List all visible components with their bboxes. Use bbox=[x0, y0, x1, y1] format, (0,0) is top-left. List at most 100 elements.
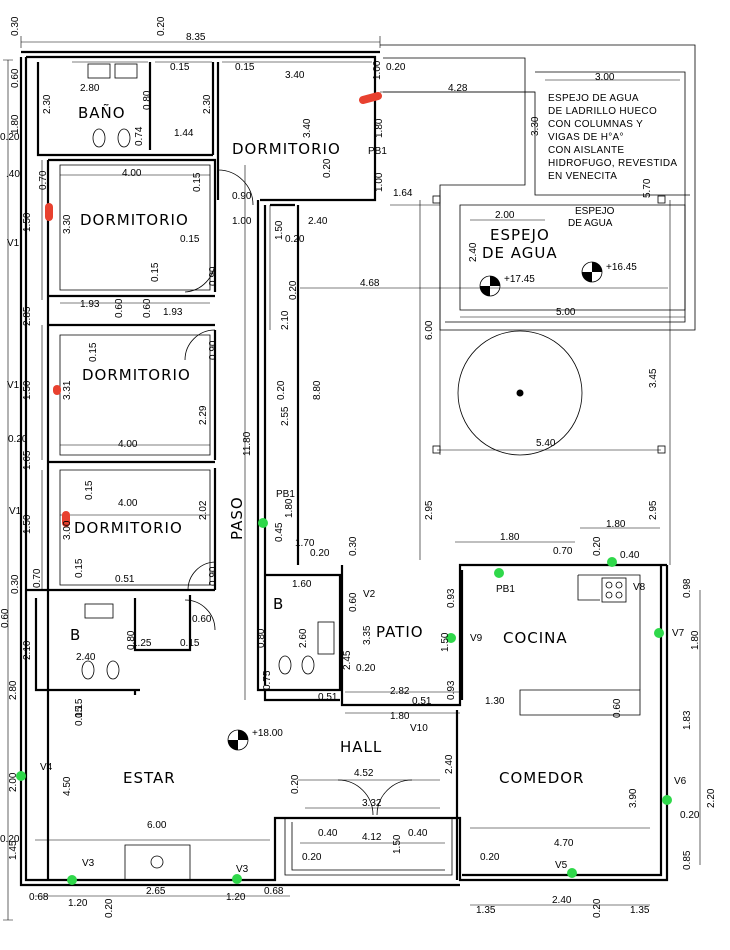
dim-label: 1.80 bbox=[606, 519, 626, 530]
dim-label: 4.00 bbox=[118, 498, 138, 509]
dim-label: 8.35 bbox=[186, 32, 206, 43]
dimension-labels: 8.35 2.80 0.15 0.15 3.40 0.20 1.44 4.28 … bbox=[0, 32, 700, 916]
dim-label: 0.15 bbox=[88, 342, 99, 362]
opening-v5: V5 bbox=[555, 860, 568, 871]
dim-label: 1.00 bbox=[374, 172, 385, 192]
note-line: DE LADRILLO HUECO bbox=[548, 106, 657, 117]
note-line: HIDROFUGO, REVESTIDA bbox=[548, 158, 677, 169]
dim-label: 0.90 bbox=[232, 191, 252, 202]
dim-label: 0.75 bbox=[262, 670, 273, 690]
note-line: ESPEJO DE AGUA bbox=[548, 93, 639, 104]
dim-label: 1.00 bbox=[232, 216, 252, 227]
dim-label: 1.80 bbox=[690, 630, 701, 650]
green-marker bbox=[446, 633, 456, 643]
dim-label: 0.30 bbox=[10, 574, 21, 594]
dim-label: 1.20 bbox=[226, 892, 246, 903]
red-marker bbox=[359, 92, 382, 104]
dim-label: 2.10 bbox=[22, 640, 33, 660]
opening-pb1-cocina: PB1 bbox=[496, 584, 515, 595]
dim-label: 0.15 bbox=[74, 706, 85, 726]
dim-label: 0.30 bbox=[10, 16, 21, 36]
level-estar: +18.00 bbox=[252, 728, 283, 739]
dim-label: 1.64 bbox=[393, 188, 413, 199]
dim-label: 1.25 bbox=[132, 638, 152, 649]
dim-label: 0.45 bbox=[274, 522, 285, 542]
opening-v8: V8 bbox=[633, 582, 646, 593]
dim-label: .40 bbox=[6, 169, 20, 180]
dim-label: 0.60 bbox=[114, 298, 125, 318]
room-label-comedor: COMEDOR bbox=[499, 769, 584, 787]
dim-label: 2.30 bbox=[42, 94, 53, 114]
dim-label: 4.70 bbox=[554, 838, 574, 849]
dim-label: 1.83 bbox=[682, 710, 693, 730]
dim-label: 2.45 bbox=[342, 650, 353, 670]
dim-label: 2.40 bbox=[444, 754, 455, 774]
level-espejo-1: +17.45 bbox=[504, 274, 535, 285]
dim-label: 1.45 bbox=[8, 840, 19, 860]
dim-label: 2.82 bbox=[390, 686, 410, 697]
room-label-patio: PATIO bbox=[376, 623, 424, 641]
opening-v3-a: V3 bbox=[82, 858, 95, 869]
green-marker bbox=[258, 518, 268, 528]
dim-label: 3.35 bbox=[362, 625, 373, 645]
dim-label: 0.15 bbox=[74, 558, 85, 578]
opening-pb1-paso: PB1 bbox=[276, 489, 295, 500]
dim-label: 3.30 bbox=[62, 214, 73, 234]
room-labels: BAÑO DORMITORIO DORMITORIO DORMITORIO DO… bbox=[70, 103, 615, 787]
dim-label: 0.68 bbox=[29, 892, 49, 903]
dim-label: 1.50 bbox=[274, 220, 285, 240]
dim-label: 0.15 bbox=[74, 698, 85, 718]
green-marker bbox=[232, 874, 242, 884]
dim-label: 4.12 bbox=[362, 832, 382, 843]
room-label-dormitorio-3: DORMITORIO bbox=[82, 366, 191, 384]
level-symbols bbox=[227, 261, 603, 751]
opening-v9: V9 bbox=[470, 633, 483, 644]
fixtures bbox=[81, 63, 627, 680]
dim-label: 2.00 bbox=[8, 772, 19, 792]
dim-label: 0.51 bbox=[412, 696, 432, 707]
dim-label: 1.44 bbox=[174, 128, 194, 139]
fountain-circle bbox=[457, 330, 583, 456]
dim-label: 2.40 bbox=[76, 652, 96, 663]
room-label-bano-mid: B bbox=[273, 595, 284, 613]
dim-label: 0.20 bbox=[0, 834, 20, 845]
green-marker bbox=[494, 568, 504, 578]
dim-label: 0.80 bbox=[142, 90, 153, 110]
dim-label: 3.40 bbox=[285, 70, 305, 81]
dim-label: 3.32 bbox=[362, 798, 382, 809]
dim-label: 0.20 bbox=[104, 898, 115, 918]
green-marker bbox=[607, 557, 617, 567]
dim-label: 1.20 bbox=[68, 898, 88, 909]
dim-label: 6.00 bbox=[147, 820, 167, 831]
green-marker bbox=[16, 771, 26, 781]
level-labels: +17.45 +16.45 +18.00 bbox=[252, 262, 637, 739]
dim-label: 0.98 bbox=[682, 578, 693, 598]
dim-label: 1.80 bbox=[10, 114, 21, 134]
dim-label: 0.20 bbox=[285, 234, 305, 245]
room-label-bano: BAÑO bbox=[78, 103, 126, 122]
dim-label: 3.00 bbox=[62, 520, 73, 540]
level-symbol-estar bbox=[227, 729, 249, 751]
green-marker bbox=[567, 868, 577, 878]
opening-v1-b: V1 bbox=[7, 380, 20, 391]
dim-label: 0.20 bbox=[480, 852, 500, 863]
dim-label: 4.50 bbox=[62, 776, 73, 796]
dim-label: 0.51 bbox=[318, 692, 338, 703]
columns bbox=[432, 195, 666, 454]
dim-label: 4.68 bbox=[360, 278, 380, 289]
dim-label: 4.52 bbox=[354, 768, 374, 779]
dim-label: 2.55 bbox=[280, 406, 291, 426]
dim-label: 4.00 bbox=[118, 439, 138, 450]
dim-label: 0.15 bbox=[150, 262, 161, 282]
dim-label: 2.95 bbox=[424, 500, 435, 520]
dim-label: 1.50 bbox=[440, 632, 451, 652]
dim-label: 0.20 bbox=[0, 132, 20, 143]
dim-label: 11.80 bbox=[242, 431, 253, 456]
dim-label: 0.90 bbox=[208, 340, 219, 360]
opening-labels: PB1 PB1 PB1 V1 V1 V1 V2 V3 V3 V4 V5 V6 V… bbox=[7, 146, 687, 875]
dim-label: 0.40 bbox=[318, 828, 338, 839]
dim-label: 0.51 bbox=[115, 574, 135, 585]
room-label-espejo-line2: DE AGUA bbox=[482, 244, 558, 262]
room-label-hall: HALL bbox=[340, 738, 382, 756]
opening-v1-c: V1 bbox=[9, 506, 22, 517]
